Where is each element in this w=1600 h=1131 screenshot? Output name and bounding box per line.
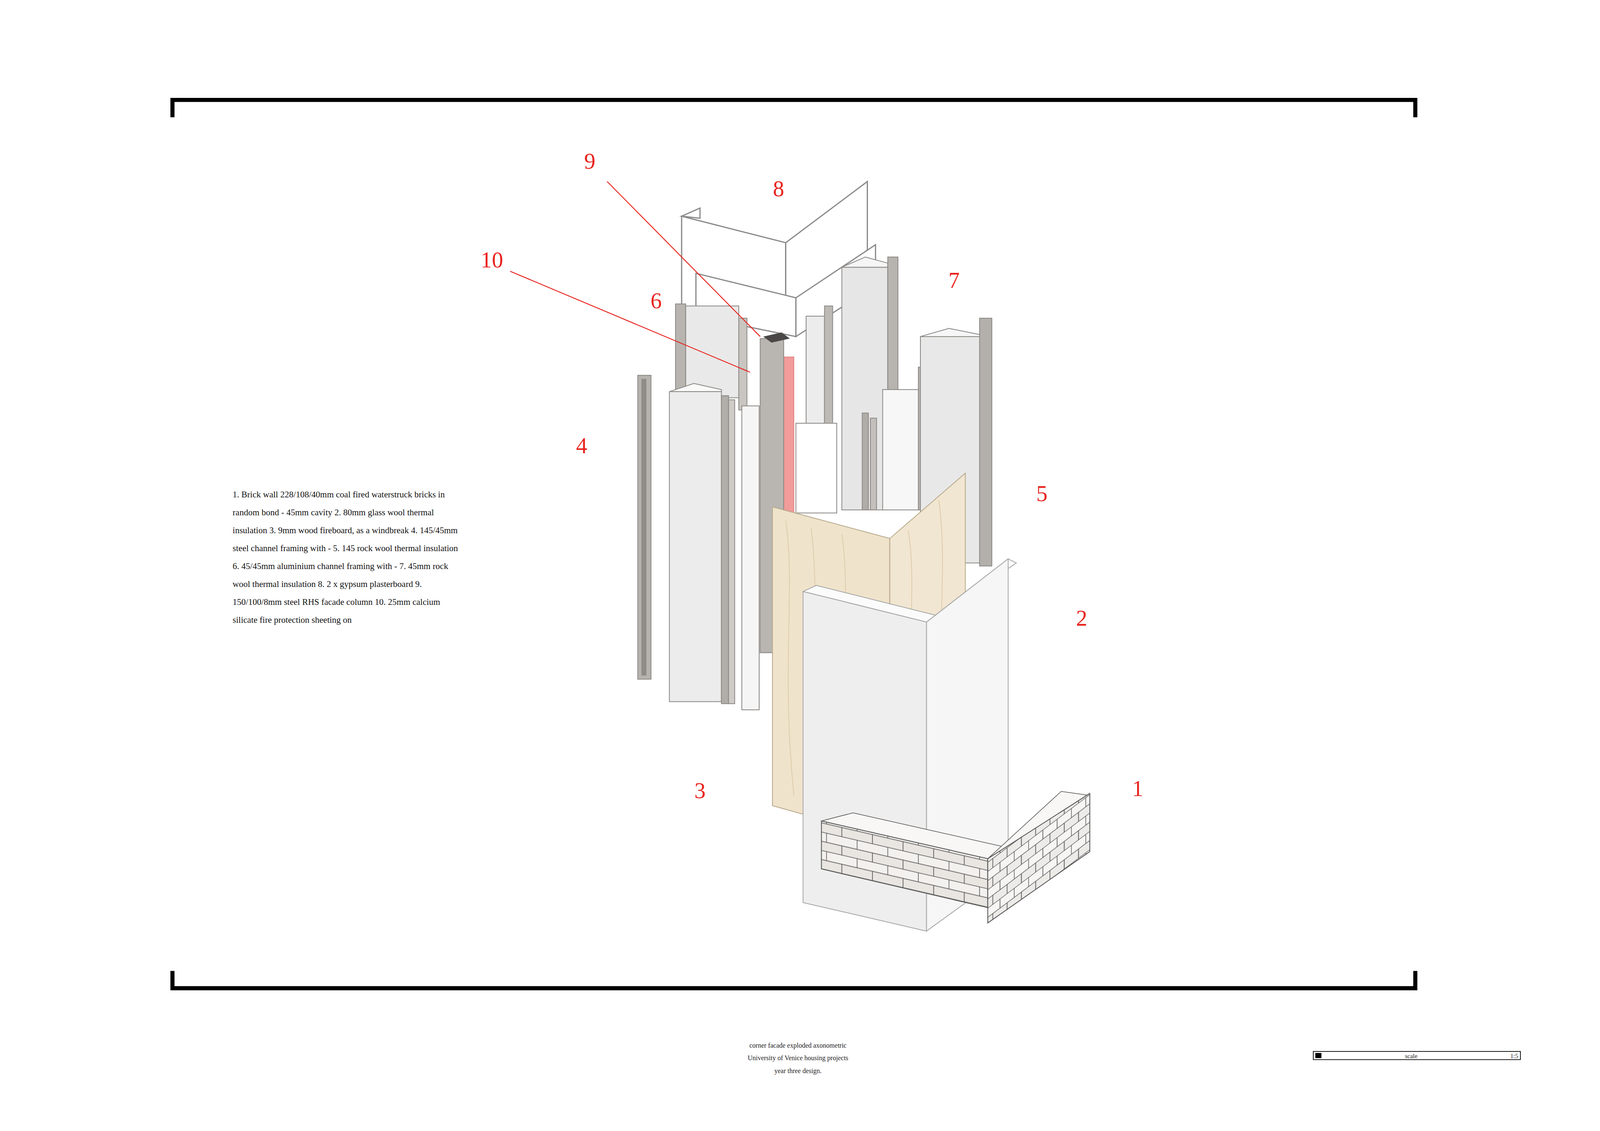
- panel-top: [841, 257, 888, 268]
- glass-wool-insulation: [802, 559, 1017, 932]
- callout-number: 2: [1075, 607, 1088, 630]
- channel-profile: [637, 375, 652, 680]
- insulation-block: [795, 423, 837, 513]
- brick-face: [987, 793, 1090, 924]
- callout-number: 5: [1036, 482, 1048, 505]
- scale-bar: [1313, 1051, 1521, 1060]
- legend-note: 1. Brick wall 228/108/40mm coal fired wa…: [232, 485, 460, 630]
- caption-line: year three design.: [774, 1067, 822, 1075]
- column-hollow: [763, 332, 790, 343]
- callout-number: 3: [694, 779, 706, 803]
- channel-profile: [721, 395, 729, 704]
- callout-number: 1: [1132, 777, 1144, 800]
- channel-profile: [979, 318, 992, 567]
- channel-profile: [728, 400, 735, 705]
- insulation-block: [669, 391, 722, 702]
- rock-wool-panels: [795, 257, 927, 513]
- channel-web: [641, 379, 646, 676]
- callout-number: 8: [772, 177, 785, 200]
- callout-number: 7: [948, 269, 960, 292]
- leader-line: [607, 181, 760, 337]
- insulation-block: [882, 389, 919, 510]
- frame-bracket: [172, 971, 1416, 989]
- caption-line: corner facade exploded axonometric: [749, 1042, 847, 1050]
- insulation-panel: [841, 267, 888, 510]
- scale-label: 1:5: [1510, 1052, 1519, 1060]
- channel-profile: [738, 318, 748, 410]
- callout-number: 9: [584, 150, 596, 173]
- panel-top: [920, 328, 980, 337]
- steel-channel-framing: [637, 375, 760, 710]
- callout-number: 4: [575, 434, 588, 458]
- callout-number: 6: [650, 289, 662, 313]
- block-top: [669, 383, 722, 393]
- insulation-strip: [741, 405, 760, 710]
- frame-bracket: [172, 100, 1416, 118]
- channel-profile: [862, 413, 869, 511]
- callout-number: 10: [480, 248, 503, 272]
- scale-mark: [1315, 1053, 1322, 1059]
- leader-line: [510, 271, 750, 373]
- caption-line: University of Venice housing projects: [747, 1055, 848, 1062]
- scale-label: scale: [1405, 1052, 1418, 1060]
- channel-profile: [870, 418, 877, 510]
- brick-face: [821, 821, 988, 908]
- brick-wall: [821, 791, 1090, 924]
- grain-line: [785, 520, 795, 796]
